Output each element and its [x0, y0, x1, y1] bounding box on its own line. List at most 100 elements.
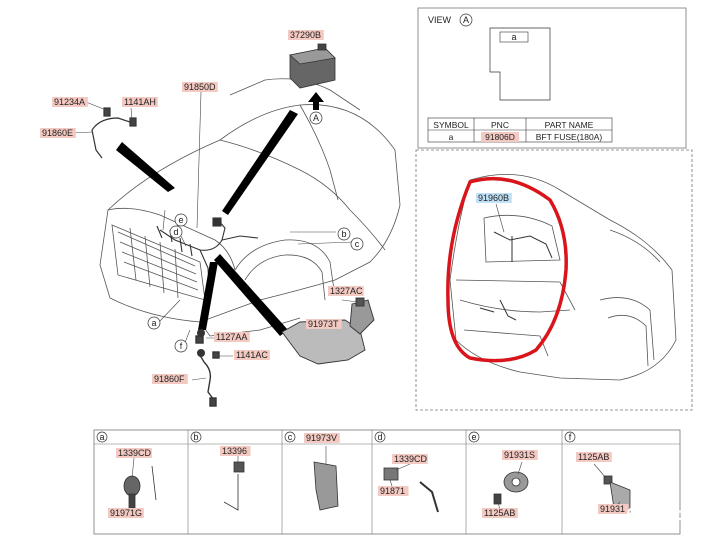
battery-37290B — [289, 43, 336, 89]
leader-91960B — [495, 203, 505, 233]
panel-part-label: 91973V — [306, 433, 337, 443]
panel-c-part — [313, 461, 339, 511]
part-label-1327AC-highlight — [328, 286, 364, 296]
ref-letter-d: d — [173, 227, 178, 237]
panel-b-part — [223, 461, 245, 511]
part-label-91973T: 91973T — [308, 319, 339, 329]
watermark: Avito — [627, 505, 693, 525]
panel-letter: d — [377, 432, 382, 442]
panel-part-label-highlight — [502, 450, 538, 460]
ref-letter-A: A — [313, 113, 319, 123]
panel-part-label-highlight — [576, 452, 612, 462]
fuse-box-outline — [489, 27, 551, 101]
highlight-circle — [446, 176, 568, 363]
panel-part-label: 91931S — [504, 450, 535, 460]
panel-letter-circle — [374, 431, 386, 443]
table-header-symbol: SYMBOL — [433, 120, 469, 130]
panel-part-label: 1125AB — [484, 508, 515, 518]
part-label-1141AH-highlight — [122, 97, 158, 107]
part-label-91860E-highlight — [40, 128, 76, 138]
part-label-91860E: 91860E — [42, 128, 73, 138]
part-label-37290B-highlight — [288, 30, 324, 40]
panel-part-label: 13396 — [222, 446, 247, 456]
panel-part-label-highlight — [304, 433, 340, 443]
part-table — [427, 117, 613, 143]
panel-d-part — [383, 467, 439, 513]
table-header-part-name: PART NAME — [545, 120, 594, 130]
view-circle — [459, 13, 473, 27]
part-label-37290B: 37290B — [290, 30, 321, 40]
ref-letter-f: f — [180, 341, 183, 351]
bottom-panels — [93, 429, 681, 535]
ref-circle-a — [147, 316, 161, 330]
bracket-91973T — [281, 297, 375, 365]
panel-letter: e — [471, 432, 476, 442]
ref-circle-A — [309, 111, 323, 125]
panel-part-label-highlight — [220, 446, 251, 456]
panel-letter-circle — [190, 431, 202, 443]
table-pnc-highlight — [481, 132, 519, 142]
part-label-1141AC-highlight — [234, 350, 270, 360]
ref-letter-a: a — [151, 318, 156, 328]
panel-part-label: 91971G — [110, 508, 142, 518]
view-title: VIEW — [428, 15, 452, 25]
panel-letter: b — [193, 432, 198, 442]
table-header-pnc: PNC — [491, 120, 509, 130]
ref-letter-e: e — [178, 215, 183, 225]
panel-part-label-highlight — [392, 454, 428, 464]
fuse-slot — [499, 31, 529, 43]
panel-letter: c — [288, 432, 293, 442]
panel-part-label: 1339CD — [394, 454, 428, 464]
panel-part-label-highlight — [108, 508, 144, 518]
arrow-up-icon — [308, 92, 324, 110]
watermark-icon — [627, 507, 641, 521]
rear-car-drawing — [449, 174, 677, 381]
part-label-91850D: 91850D — [184, 82, 216, 92]
front-harness — [156, 217, 259, 301]
view-a-panel: VIEW A a SYMBOL PNC PART NAME a 91806D B… — [417, 7, 687, 149]
part-label-1127AA: 1127AA — [216, 332, 247, 342]
panel-part-label: 1339CD — [118, 448, 152, 458]
part-label-91860F-highlight — [152, 374, 188, 384]
ref-circle-c — [350, 237, 364, 251]
part-label-1141AC: 1141AC — [236, 350, 268, 360]
cable-91860F — [195, 335, 220, 407]
rear-harness — [479, 231, 553, 321]
ref-circle-f — [174, 339, 188, 353]
bolt-icon — [197, 349, 205, 357]
panel-letter: f — [569, 432, 572, 442]
table-cell-part-name: BFT FUSE(180A) — [536, 132, 603, 142]
cable-91860E — [91, 107, 137, 159]
ref-circle-e — [174, 213, 188, 227]
part-label-91960B: 91960B — [478, 193, 509, 203]
part-label-1141AH: 1141AH — [124, 97, 156, 107]
part-label-91860F: 91860F — [154, 374, 185, 384]
view-circle-letter: A — [463, 15, 469, 25]
ref-letter-b: b — [341, 229, 346, 239]
part-label-1127AA-highlight — [214, 332, 250, 342]
panel-part-label: 1125AB — [578, 452, 609, 462]
part-label-1327AC: 1327AC — [330, 286, 363, 296]
panel-part-label-highlight — [116, 448, 152, 458]
part-label-91234A: 91234A — [54, 97, 85, 107]
panel-part-label-highlight — [378, 486, 409, 496]
panel-letter-circle — [564, 431, 576, 443]
bolt-icon — [197, 329, 205, 337]
panel-letter-circle — [468, 431, 480, 443]
table-cell-symbol: a — [449, 132, 454, 142]
part-label-91973T-highlight — [306, 319, 342, 329]
fuse-slot-letter: a — [511, 32, 516, 42]
bottom-leaders — [129, 446, 621, 512]
panel-letter-circle — [96, 431, 108, 443]
label-layer: 37290B 91234A 1141AH 91850D 91860E 1327AC 9197… — [40, 30, 512, 384]
panel-part-label-highlight — [598, 504, 629, 514]
part-label-91850D-highlight — [182, 82, 218, 92]
part-label-91960B-highlight — [476, 193, 512, 203]
panel-e-part — [493, 471, 529, 505]
panel-part-label: 91871 — [380, 486, 405, 496]
rear-view-panel — [415, 149, 693, 411]
